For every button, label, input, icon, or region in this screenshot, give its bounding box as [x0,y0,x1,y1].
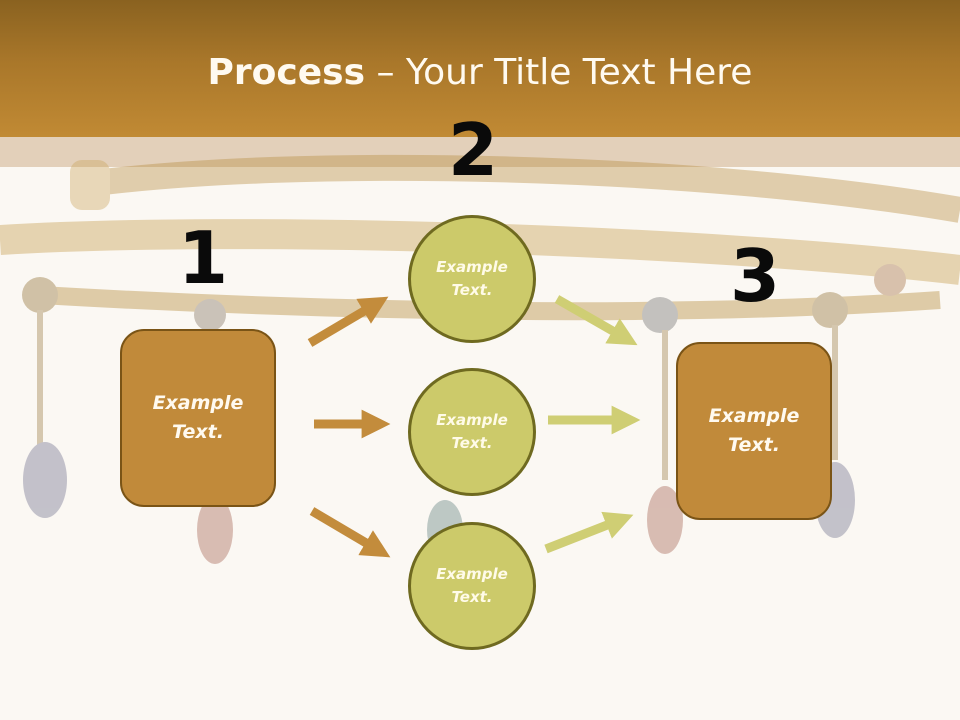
title-bold-part: Process [207,52,366,93]
arrow-1-to-bottom [309,507,391,558]
step-2-circle-bottom: Example Text. [408,522,536,650]
step-2-circle-middle: Example Text. [408,368,536,496]
step-1-number: 1 [178,216,229,300]
title-banner [0,0,960,137]
step-2-circle-top-text: Example Text. [436,258,508,299]
step-2-circle-bottom-text: Example Text. [436,565,508,606]
step-2-circle-top: Example Text. [408,215,536,343]
arrow-1-to-top [307,296,389,347]
step-2-circle-middle-text: Example Text. [436,411,508,452]
step-1-box-text: Example Text. [152,392,244,443]
arrow-top-to-3 [554,295,638,346]
step-2-number: 2 [448,108,499,192]
step-1-box: Example Text. [120,329,276,507]
step-3-box-text: Example Text. [708,405,800,456]
arrow-bottom-to-3 [544,511,634,554]
slide-title: Process – Your Title Text Here [0,52,960,93]
step-3-number: 3 [730,234,781,318]
step-3-box: Example Text. [676,342,832,520]
title-rest-part: – Your Title Text Here [365,52,753,93]
title-underband [0,137,960,167]
